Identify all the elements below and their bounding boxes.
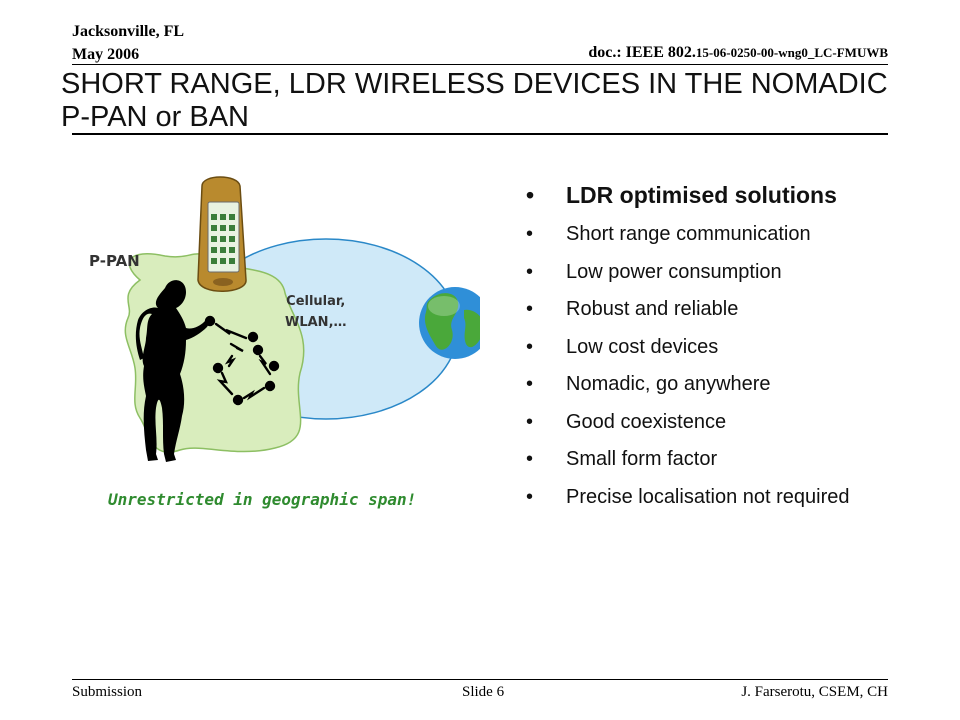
doc-id: 15-06-0250-00-wng0_LC-FMUWB (695, 45, 888, 60)
footer-rule (72, 679, 888, 680)
header-rule (72, 64, 888, 65)
network-label-line1: Cellular, (286, 294, 346, 309)
bullet-item: Robust and reliable (524, 294, 896, 324)
header-date: May 2006 (72, 46, 140, 63)
bullet-lead: LDR optimised solutions (524, 180, 896, 210)
ppan-label: P-PAN (89, 252, 140, 270)
bullet-item: Low cost devices (524, 332, 896, 362)
title-rule (72, 133, 888, 135)
header-left: Jacksonville, FL May 2006 (72, 20, 184, 66)
body-sensor-network (204, 315, 280, 406)
footer-slide-number: Slide 6 (462, 684, 505, 700)
footer-submission: Submission (72, 684, 143, 700)
slide-title: SHORT RANGE, LDR WIRELESS DEVICES IN THE… (61, 68, 888, 133)
header-location: Jacksonville, FL (72, 23, 185, 40)
network-label: Cellular, WLAN,… (285, 291, 347, 333)
header-doc-number: doc.: IEEE 802.15-06-0250-00-wng0_LC-FMU… (588, 44, 888, 62)
mobile-phone-icon (197, 176, 247, 292)
ppan-diagram (124, 176, 480, 462)
person-silhouette (135, 280, 211, 462)
globe-icon (419, 287, 480, 359)
footer-author: J. Farserotu, CSEM, CH (741, 684, 888, 700)
network-label-line2: WLAN,… (285, 315, 347, 330)
bullet-item: Low power consumption (524, 257, 896, 287)
ppan-illustration: P-PAN Cellular, WLAN,… Unrestricted in g… (80, 168, 480, 528)
feature-bullet-list: LDR optimised solutions Short range comm… (524, 180, 896, 519)
doc-prefix: doc.: IEEE 802. (588, 44, 696, 61)
bullet-item: Small form factor (524, 444, 896, 474)
bullet-item: Short range communication (524, 219, 896, 249)
figure-caption: Unrestricted in geographic span! (108, 490, 417, 509)
bullet-item: Precise localisation not required (524, 482, 896, 512)
bullet-item: Nomadic, go anywhere (524, 369, 896, 399)
bullet-item: Good coexistence (524, 407, 896, 437)
